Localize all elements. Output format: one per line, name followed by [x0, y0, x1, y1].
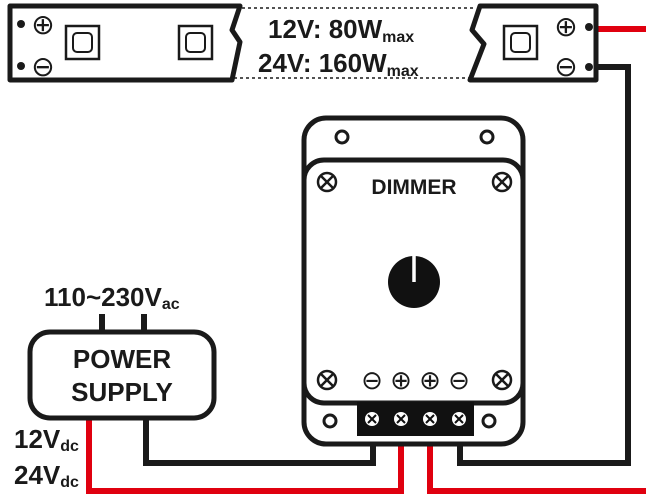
terminal-negative-icon: ⊖ — [448, 366, 470, 396]
mounting-hole — [481, 413, 497, 429]
screw-icon — [491, 369, 513, 391]
mounting-hole — [322, 413, 338, 429]
screw-icon — [316, 369, 338, 391]
terminal-screw-icon — [365, 412, 379, 426]
power-supply-label-line1: POWER — [73, 344, 171, 374]
terminal-negative-icon: ⊖ — [361, 366, 383, 396]
pad-dot — [585, 23, 593, 31]
led-strip: ⊕ ⊖ ⊕ ⊖ 12V: 80Wmax 24V: 160Wmax — [7, 3, 599, 83]
dimmer-knob[interactable] — [388, 254, 440, 308]
strip-right-positive-icon: ⊕ — [554, 10, 577, 43]
pad-dot — [17, 62, 25, 70]
pad-dot — [585, 63, 593, 71]
terminal-screw-icon — [394, 412, 408, 426]
dc-24v-label: 24Vdc — [14, 460, 79, 491]
ac-input-label: 110~230Vac — [44, 282, 180, 313]
mounting-hole — [479, 129, 495, 145]
led-chip — [177, 24, 214, 61]
dc-12v-label: 12Vdc — [14, 424, 79, 455]
terminal-positive-icon: ⊕ — [419, 366, 441, 396]
screw-icon — [491, 171, 513, 193]
power-supply-box — [27, 329, 217, 421]
strip-negative-wire — [457, 64, 631, 466]
pad-dot — [17, 20, 25, 28]
mounting-hole — [334, 129, 350, 145]
strip-right-negative-icon: ⊖ — [554, 50, 577, 83]
psu-positive-wire — [86, 418, 404, 494]
dimmer-module: DIMMER ⊖ ⊕ ⊕ ⊖ — [301, 115, 526, 447]
strip-left-segment — [7, 3, 243, 83]
strip-left-positive-icon: ⊕ — [31, 8, 54, 41]
terminal-screw-icon — [452, 412, 466, 426]
dimmer-label: DIMMER — [371, 176, 456, 199]
power-supply-label-line2: SUPPLY — [71, 377, 173, 407]
terminal-positive-icon: ⊕ — [390, 366, 412, 396]
rating-12v: 12V: 80Wmax — [268, 14, 414, 46]
terminal-screw-icon — [423, 412, 437, 426]
power-supply: 110~230Vac POWER SUPPLY 12Vdc 24Vdc — [14, 282, 217, 491]
led-chip — [502, 24, 539, 61]
led-chip — [64, 24, 101, 61]
strip-left-negative-icon: ⊖ — [31, 50, 54, 83]
screw-icon — [316, 171, 338, 193]
rating-24v: 24V: 160Wmax — [258, 48, 419, 80]
